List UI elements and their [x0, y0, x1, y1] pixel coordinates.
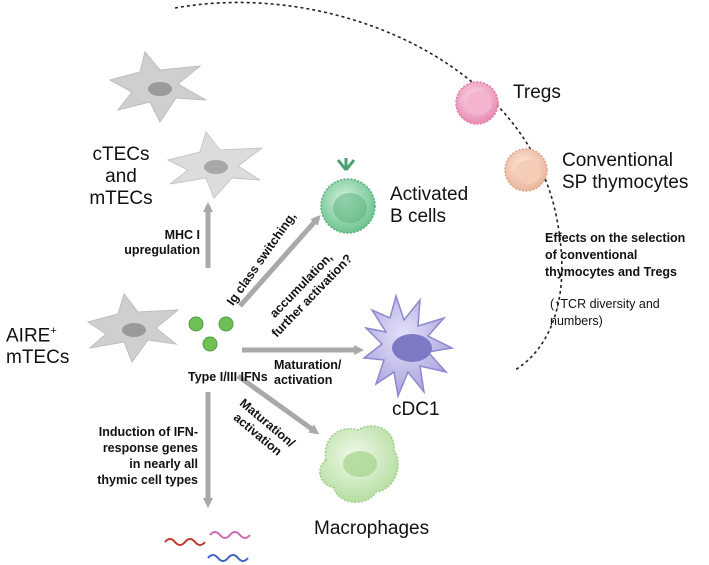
tregs-label: Tregs [513, 82, 561, 103]
activated-bcell [320, 158, 376, 234]
mhc-label: MHC I upregulation [114, 228, 200, 258]
bcell-label: Activated B cells [390, 184, 468, 228]
ifn-response-line1: Induction of IFN- [98, 425, 198, 439]
effects-title-line2: of conventional [545, 248, 638, 262]
mhc-label-line2: upregulation [124, 243, 200, 257]
ifn-response-line2: response genes [102, 441, 198, 455]
aire-mtec-label-line2: mTECs [6, 347, 70, 369]
ctec-cell-top [108, 50, 207, 123]
ifn-response-line4: thymic cell types [97, 473, 198, 487]
bcell-label-line1: Activated [390, 184, 469, 205]
ifn-molecule-3 [202, 336, 218, 352]
tecs-label-line3: mTECs [89, 188, 153, 209]
aire-mtec-label: AIRE+ mTECs [6, 320, 69, 369]
ifn-molecule-2 [218, 316, 234, 332]
arrow-to-macrophages [236, 373, 320, 435]
effects-title: Effects on the selection of conventional… [545, 230, 685, 281]
cdc1-label: cDC1 [392, 399, 440, 420]
conventional-label: Conventional SP thymocytes [562, 150, 688, 194]
arrow-to-bcells [238, 215, 321, 308]
ifn-label: Type I/III IFNs [188, 370, 268, 384]
tecs-label-line1: cTECs [92, 144, 150, 165]
dashed-boundary-arc [174, 1, 563, 371]
effects-note-line1: (↑TCR diversity and [550, 297, 660, 311]
ifn-molecule-1 [188, 316, 204, 332]
cdc1-arrow-label-line2: activation [274, 373, 333, 387]
effects-title-line3: thymocytes and Tregs [545, 265, 677, 279]
cdc1-arrow-label-line1: Maturation/ [274, 358, 342, 372]
bcell-label-line2: B cells [390, 206, 446, 227]
aire-text: AIRE [6, 325, 51, 347]
mhc-label-line1: MHC I [164, 228, 200, 242]
ifn-response-line3: in nearly all [129, 457, 198, 471]
aire-mtec-cell [86, 292, 180, 364]
mrna-red-icon [164, 538, 206, 546]
conventional-thymocyte-cell [504, 148, 548, 192]
macrophage-cell [319, 425, 399, 503]
tecs-label-line2: and [105, 166, 137, 187]
mtec-cell-middle [166, 130, 264, 199]
mrna-pink-icon [209, 531, 251, 539]
macrophages-label: Macrophages [314, 518, 430, 539]
mrna-blue-icon [207, 554, 249, 562]
treg-cell [455, 81, 499, 125]
cdc1-arrow-label: Maturation/ activation [274, 358, 341, 388]
aire-superscript: + [50, 325, 57, 337]
conventional-label-line1: Conventional [562, 150, 673, 171]
conventional-label-line2: SP thymocytes [562, 172, 689, 193]
ifn-response-label: Induction of IFN- response genes in near… [80, 424, 198, 488]
cdc1-cell [362, 293, 455, 399]
effects-title-line1: Effects on the selection [545, 231, 686, 245]
tecs-label: cTECs and mTECs [86, 144, 156, 210]
effects-note: (↑TCR diversity and numbers) [550, 296, 660, 330]
effects-note-line2: numbers) [550, 314, 603, 328]
